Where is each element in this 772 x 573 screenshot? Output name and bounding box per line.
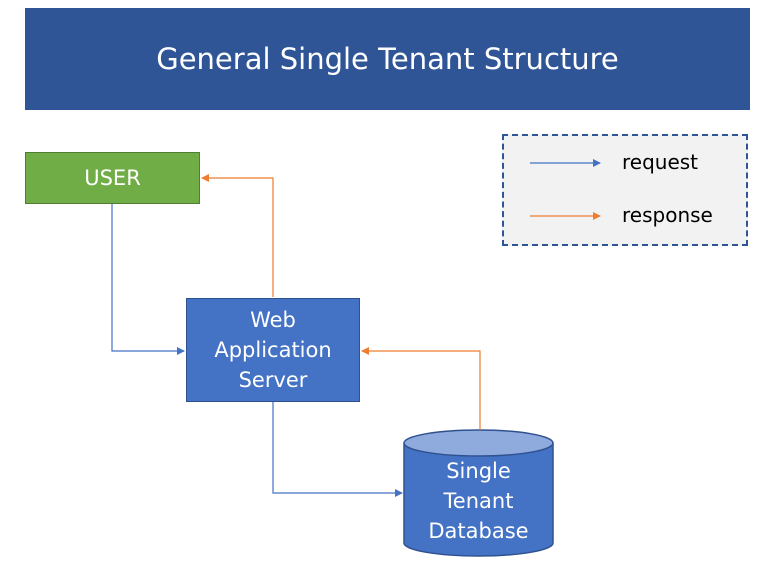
web-application-server-node: Web Application Server bbox=[186, 298, 360, 402]
response-arrow-database-to-server bbox=[361, 347, 481, 430]
database-line-3: Database bbox=[428, 519, 529, 543]
database-node-label: Single Tenant Database bbox=[404, 456, 553, 546]
legend-response-label: response bbox=[622, 203, 713, 227]
web-server-line-3: Server bbox=[238, 368, 308, 392]
database-line-2: Tenant bbox=[443, 489, 514, 513]
database-line-1: Single bbox=[446, 459, 511, 483]
request-arrow-user-to-server bbox=[111, 204, 185, 355]
web-server-line-1: Web bbox=[250, 308, 296, 332]
database-cylinder bbox=[403, 429, 554, 557]
web-server-line-2: Application bbox=[214, 338, 332, 362]
user-node-label: USER bbox=[84, 166, 141, 190]
legend-request-label: request bbox=[622, 150, 699, 174]
diagram-title: General Single Tenant Structure bbox=[25, 8, 750, 110]
legend-arrows bbox=[530, 159, 601, 220]
diagram-title-text: General Single Tenant Structure bbox=[156, 42, 619, 76]
legend: request response bbox=[502, 134, 748, 246]
database-body bbox=[403, 443, 554, 557]
user-node: USER bbox=[25, 152, 200, 204]
response-arrow-server-to-user bbox=[201, 174, 274, 297]
database-top bbox=[403, 429, 554, 457]
request-arrow-server-to-database bbox=[272, 402, 403, 497]
